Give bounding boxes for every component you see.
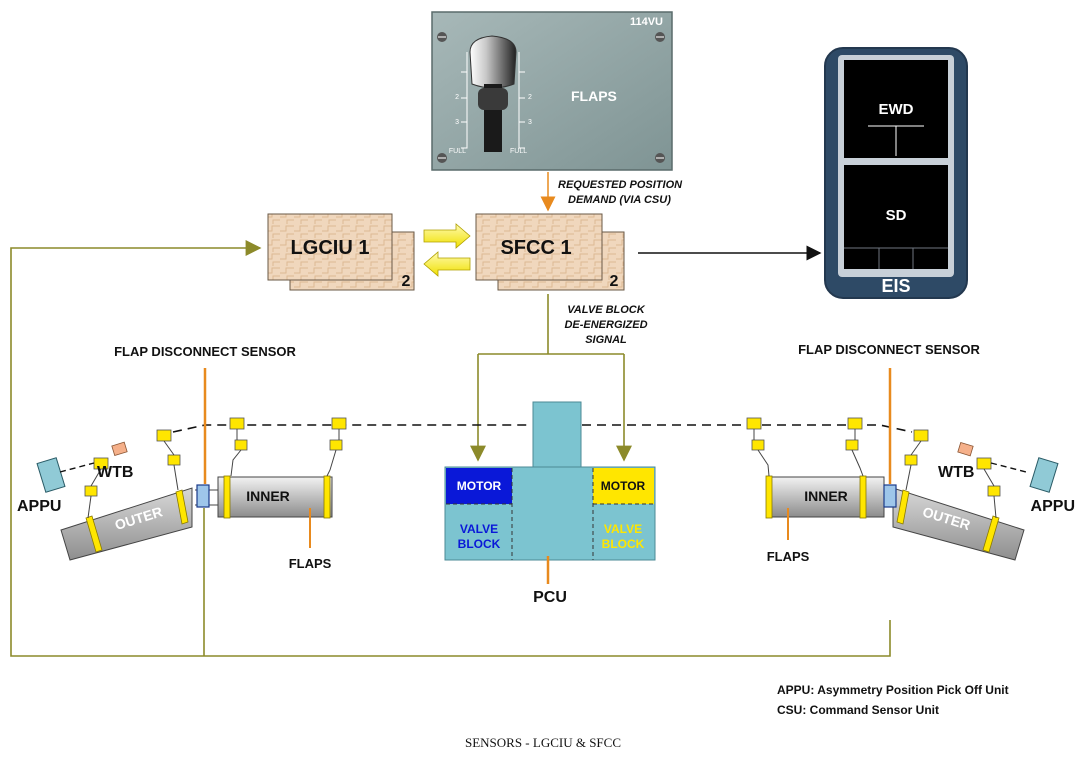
eis-label: EIS (881, 276, 910, 296)
legend: APPU: Asymmetry Position Pick Off Unit C… (777, 683, 1009, 717)
panel-screw-icon (437, 32, 665, 163)
legend-appu: APPU: Asymmetry Position Pick Off Unit (777, 683, 1009, 697)
right-wing-flaps: OUTER INNER APPU WTB FLAP (746, 342, 1075, 564)
right-inner-label: INNER (804, 488, 848, 504)
right-flaps-label: FLAPS (767, 549, 810, 564)
left-motor (446, 468, 512, 504)
left-wtb-label: WTB (97, 464, 133, 481)
pcu-label: PCU (533, 589, 567, 606)
valve-signal-line1: VALVE BLOCK (567, 304, 645, 316)
right-wtb-label: WTB (938, 464, 974, 481)
left-flaps-label: FLAPS (289, 556, 332, 571)
left-valve-label: VALVE (460, 522, 498, 536)
sensor-wiring (10, 240, 891, 657)
eis-display: EWD SD EIS (824, 47, 968, 299)
left-wing-flaps: OUTER INNER (17, 344, 347, 571)
panel-title: FLAPS (571, 88, 617, 104)
legend-csu: CSU: Command Sensor Unit (777, 703, 939, 717)
left-valve-label: BLOCK (458, 537, 501, 551)
flap-lever[interactable] (469, 35, 517, 152)
left-inner-flap (217, 476, 333, 518)
right-valve-label: VALVE (604, 522, 642, 536)
left-disconnect-sensor (196, 484, 210, 508)
detent-label: FULL (510, 148, 527, 155)
left-sensor-label: FLAP DISCONNECT SENSOR (114, 344, 296, 359)
ewd-label: EWD (879, 101, 914, 118)
sfcc-unit-number: 2 (610, 273, 619, 290)
left-motor-label: MOTOR (457, 479, 502, 493)
sfcc-unit: SFCC 1 2 (475, 213, 625, 291)
right-appu-label: APPU (1031, 498, 1075, 515)
valve-signal-line2: DE-ENERGIZED (564, 319, 647, 331)
figure-caption: SENSORS - LGCIU & SFCC (465, 735, 621, 750)
right-disconnect-sensor (883, 484, 897, 508)
detent-label: 3 (455, 119, 459, 126)
right-appu (1029, 457, 1059, 493)
detent-scale (461, 52, 525, 149)
right-sensor-label: FLAP DISCONNECT SENSOR (798, 342, 980, 357)
requested-label-line1: REQUESTED POSITION (558, 179, 683, 191)
lgciu-unit-number: 2 (402, 273, 411, 290)
data-exchange-arrows (423, 223, 471, 277)
lgciu-unit: LGCIU 1 2 (267, 213, 415, 291)
sd-label: SD (886, 207, 907, 224)
pcu: MOTOR MOTOR VALVE BLOCK VALVE BLOCK PCU (444, 401, 656, 606)
detent-label: 3 (528, 119, 532, 126)
sd-screen (844, 165, 948, 269)
sfcc-label: SFCC 1 (500, 237, 571, 259)
lgciu-label: LGCIU 1 (291, 237, 370, 259)
right-valve-label: BLOCK (602, 537, 645, 551)
left-appu (36, 457, 66, 493)
right-motor-label: MOTOR (601, 479, 646, 493)
valve-signal-line3: SIGNAL (585, 334, 627, 346)
detent-label: FULL (449, 148, 466, 155)
detent-label: 2 (528, 94, 532, 101)
left-inner-label: INNER (246, 488, 290, 504)
left-appu-label: APPU (17, 498, 61, 515)
panel-id: 114VU (630, 16, 663, 28)
detent-label: 2 (455, 94, 459, 101)
requested-label-line2: DEMAND (VIA CSU) (568, 194, 671, 206)
right-motor (593, 468, 654, 504)
flaps-control-panel: 114VU FLAPS 2 3 FULL 2 3 FULL (431, 11, 673, 171)
